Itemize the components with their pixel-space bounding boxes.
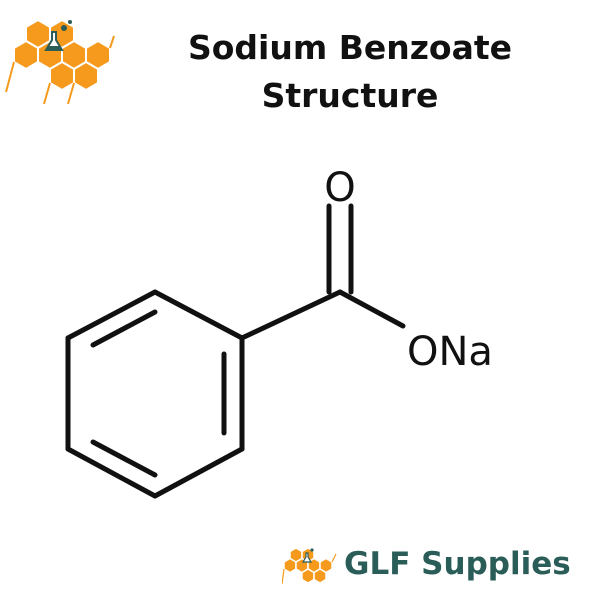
carbon-oxygen-single-bond [337,289,406,329]
honeycomb-flask-logo-icon [5,18,115,105]
footer-honeycomb-flask-logo-icon [282,547,337,585]
footer-brand: GLF Supplies [282,538,594,590]
ring-inner-bond-top [90,309,158,348]
page-title: Sodium Benzoate Structure [130,24,570,120]
ring-to-carboxyl-bond [239,289,343,341]
ring-bond-bottom-left [65,446,158,499]
title-line-1: Sodium Benzoate [187,28,513,67]
ring-bond-top-left [65,289,158,341]
carbonyl-oxygen-label: O [324,165,355,211]
ring-bond-top-right [152,289,245,341]
brand-name: GLF Supplies [344,546,571,582]
title-line-2: Structure [261,76,439,115]
ring-inner-bond-bottom [90,439,158,478]
sodium-oxide-label: ONa [407,329,493,375]
ring-bond-bottom-right [152,446,245,499]
